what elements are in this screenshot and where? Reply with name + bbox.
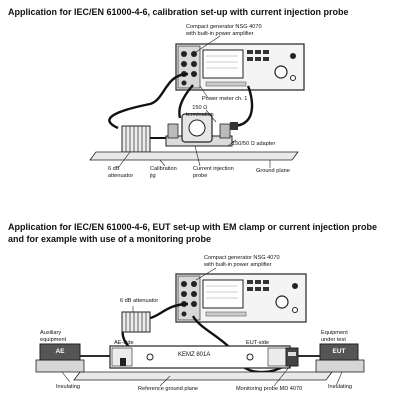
cable-generator-attenuator-2	[149, 302, 189, 320]
diagram1-title: Application for IEC/EN 61000-4-6, calibr…	[8, 7, 349, 17]
calibration-jig	[165, 113, 238, 147]
d1-generator-label: Compact generator NSG 4070 with built-in…	[186, 24, 262, 37]
ground-plane-1	[89, 151, 299, 161]
cable-generator-attenuator	[108, 72, 189, 130]
insulating-left-label: Insulating	[56, 384, 80, 390]
generator-device-2	[175, 273, 307, 323]
eut-box-label: EUT	[332, 348, 346, 355]
d1-attenuator-label: 6 dB attenuator	[108, 166, 134, 179]
insulating-block-right	[315, 359, 365, 373]
d2-attenuator-label: 6 dB attenuator	[120, 298, 159, 304]
d2-generator-label: Compact generator NSG 4070 with built-in…	[204, 255, 280, 268]
insulating-right-label: Insulating	[328, 384, 352, 390]
ae-side-label: AE-side	[114, 340, 134, 346]
d1-ground-plane-label: Ground plane	[256, 168, 290, 174]
d1-probe-label: Current injection probe	[193, 166, 234, 179]
diagram2-title: Application for IEC/EN 61000-4-6, EUT se…	[8, 222, 377, 245]
eut-box	[319, 343, 359, 361]
clamp-label: KEMZ 801A	[178, 352, 211, 358]
cable-adapter-powermeter	[231, 85, 254, 128]
reference-ground-plane	[73, 371, 333, 381]
diagram2-title-line2: and for example with use of a monitoring…	[8, 233, 212, 244]
eut-side-label: EUT-side	[246, 340, 270, 346]
monitoring-probe-label: Monitoring probe MD 4070	[236, 386, 303, 392]
monitoring-probe	[285, 347, 299, 367]
diagram2-title-line1: Application for IEC/EN 61000-4-6, EUT se…	[8, 222, 378, 232]
d1-power-meter-label: Power meter ch. 1	[202, 96, 248, 102]
d2-eut-label: Equipment under test	[321, 330, 348, 343]
d1-adapter-label: 150/50 Ω adapter	[232, 141, 276, 147]
ref-ground-label: Reference ground plane	[138, 386, 199, 392]
clamp-kemz-801a	[109, 345, 291, 369]
attenuator-2	[121, 311, 151, 333]
ae-box-label: AE	[55, 348, 65, 355]
insulating-block-left	[35, 359, 85, 373]
d2-aux-label: Auxiliary equipment	[40, 330, 67, 343]
cable-generator-probe	[178, 84, 194, 119]
ae-box	[39, 343, 81, 361]
d1-jig-label: Calibration jig	[150, 166, 177, 179]
generator-device-1	[175, 43, 305, 91]
d1-termination-label: 150 Ω termination	[186, 105, 214, 118]
attenuator-1	[121, 125, 168, 153]
